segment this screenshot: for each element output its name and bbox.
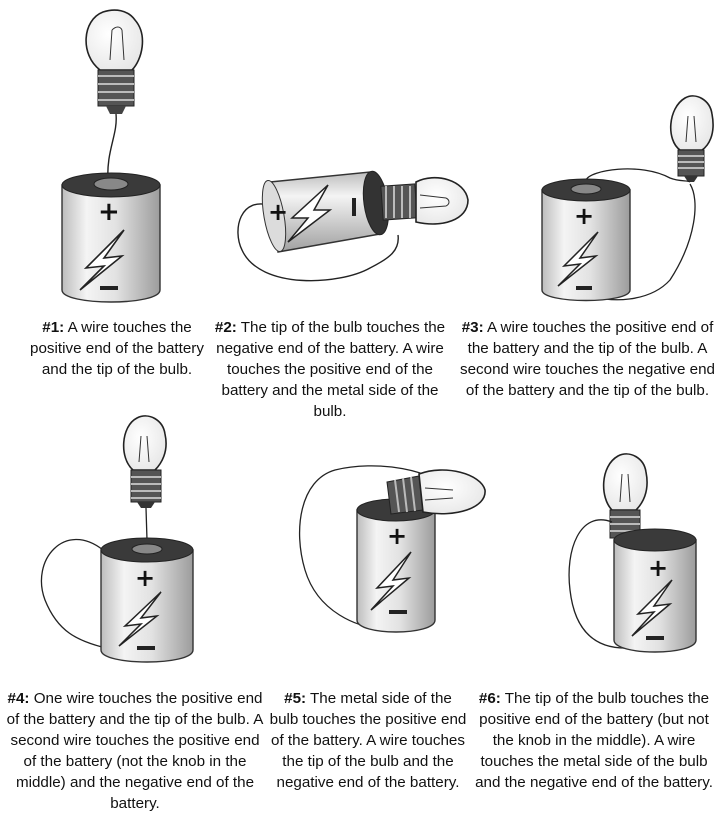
svg-text:+: +	[387, 522, 407, 550]
wire-2	[583, 183, 696, 301]
svg-text:+: +	[135, 564, 155, 592]
caption-5: #5: The metal side of the bulb touches t…	[269, 690, 467, 791]
caption-1: #1: A wire touches the positive end of t…	[30, 319, 204, 378]
svg-text:+: +	[648, 554, 668, 582]
bulb	[380, 176, 469, 225]
wire	[107, 113, 117, 183]
battery: +	[261, 170, 390, 253]
circuit-6-illustration: +	[568, 453, 697, 653]
bulb	[122, 415, 167, 508]
wire-1	[585, 168, 691, 183]
wire	[568, 519, 631, 649]
wire	[237, 203, 399, 282]
svg-text:+: +	[268, 198, 288, 226]
bulb	[669, 95, 714, 182]
wire	[299, 465, 456, 631]
caption-6: #6: The tip of the bulb touches the posi…	[475, 690, 713, 791]
svg-text:+: +	[98, 197, 120, 227]
battery: +	[541, 178, 631, 302]
battery: +	[356, 498, 436, 633]
circuit-2-illustration: +	[237, 170, 469, 282]
caption-4: #4: One wire touches the positive end of…	[6, 690, 264, 812]
caption-2: #2: The tip of the bulb touches the nega…	[214, 319, 446, 420]
caption-3: #3: A wire touches the positive end of t…	[460, 319, 715, 399]
bulb	[602, 453, 648, 539]
wire-1	[145, 507, 148, 541]
battery: +	[61, 172, 161, 303]
bulb	[386, 469, 486, 515]
circuit-5-illustration: +	[299, 465, 486, 633]
battery: +	[613, 528, 697, 653]
wire-2	[40, 538, 116, 651]
circuit-1-illustration: +	[61, 9, 161, 303]
battery: +	[100, 537, 194, 663]
circuit-3-illustration: +	[541, 95, 714, 302]
svg-text:+: +	[574, 202, 594, 230]
bulb	[85, 9, 144, 114]
circuit-4-illustration: +	[40, 415, 194, 663]
